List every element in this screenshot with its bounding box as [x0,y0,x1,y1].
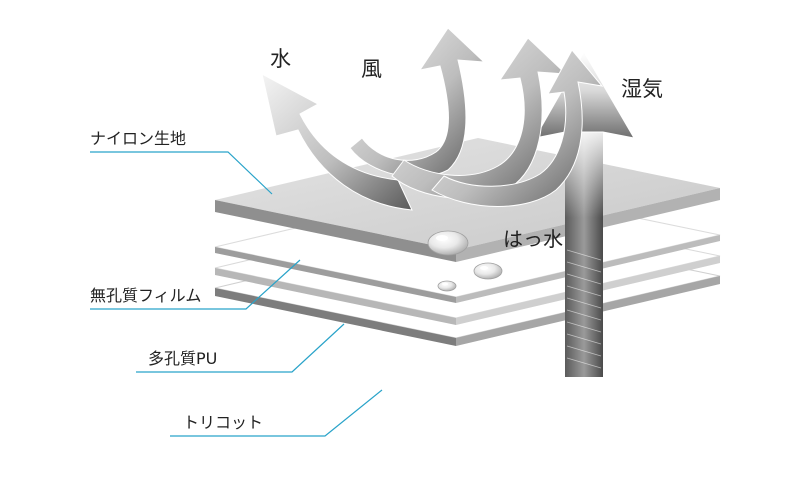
wind-arrow-icon [349,27,604,207]
label-moisture: 湿気 [621,77,663,101]
droplets-icon [427,230,503,292]
label-water: 水 [270,47,291,71]
leader-lines [90,151,383,437]
label-water-repellent: はっ水 [503,227,563,251]
label-porous-pu: 多孔質PU [148,349,217,368]
label-nylon: ナイロン生地 [90,129,186,148]
leader-line-tricot [170,389,383,437]
leader-line-porous-pu [136,323,345,373]
moisture-arrow-icon [534,50,635,377]
leader-line-nylon [90,151,273,195]
label-wind: 風 [361,57,382,81]
label-nonporous-film: 無孔質フィルム [90,286,201,305]
leader-line-nonporous-film [90,259,301,310]
label-tricot: トリコット [183,413,263,432]
water-arrow-icon [261,73,413,211]
